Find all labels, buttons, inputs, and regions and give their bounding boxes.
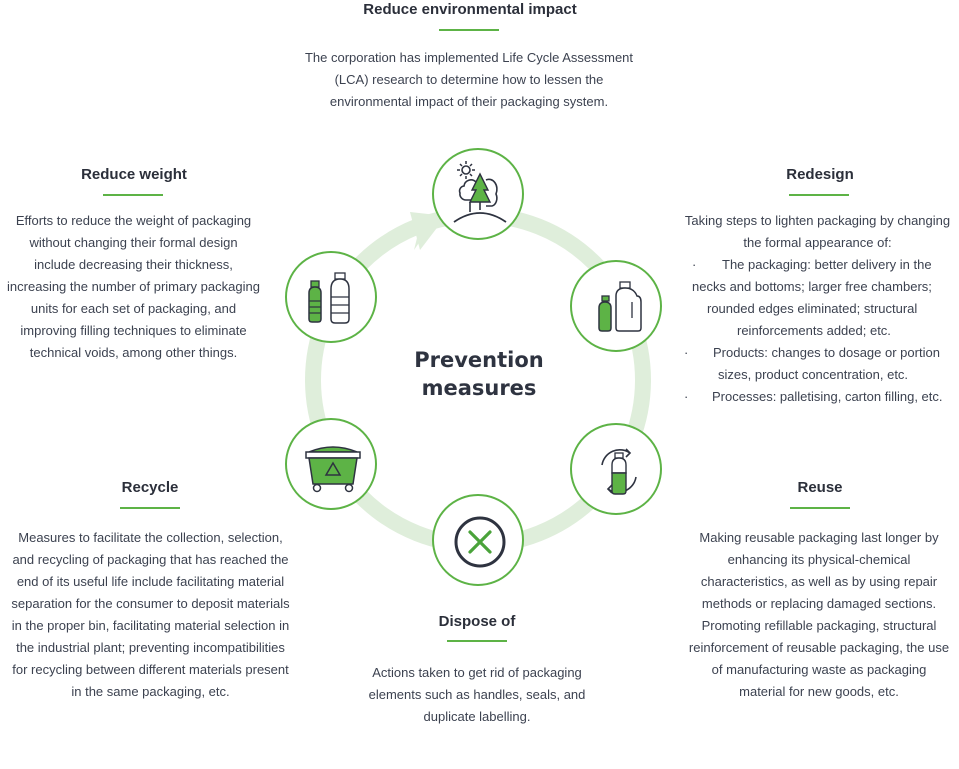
text-dispose-of: Actions taken to get rid of packaging el…	[347, 662, 607, 728]
text-redesign-intro: Taking steps to lighten packaging by cha…	[676, 210, 959, 254]
center-title-line-1: Prevention	[414, 348, 544, 372]
redesign-bullet-2-line-1: Products: changes to dosage or portion	[713, 345, 940, 360]
text-line: without changing their formal design	[29, 235, 238, 250]
text-line: elements such as handles, seals, and	[368, 687, 586, 702]
text-line: separation for the consumer to deposit m…	[11, 596, 290, 611]
text-reduce-weight: Efforts to reduce the weight of packagin…	[0, 210, 267, 364]
text-line: reinforcement of reusable packaging, the…	[688, 640, 950, 655]
text-line: Taking steps to lighten packaging by cha…	[684, 213, 951, 228]
heading-reduce-weight: Reduce weight	[81, 166, 187, 183]
text-line: (LCA) research to determine how to lesse…	[334, 72, 604, 87]
text-line: technical voids, among other things.	[29, 345, 238, 360]
text-line: methods or replacing damaged sections.	[701, 596, 937, 611]
text-line: end of its useful life include facilitat…	[16, 574, 285, 589]
text-line: Making reusable packaging last longer by	[699, 530, 939, 545]
cancel-x-icon	[454, 516, 506, 568]
bullet-dot: ·	[684, 345, 689, 360]
text-line: Efforts to reduce the weight of packagin…	[15, 213, 252, 228]
text-line: improving filling techniques to eliminat…	[20, 323, 247, 338]
text-line: The corporation has implemented Life Cyc…	[304, 50, 634, 65]
underline-recycle	[120, 507, 180, 509]
center-title: Prevention measures	[369, 346, 589, 402]
bullet-dot: ·	[684, 389, 689, 404]
text-line: characteristics, as well as by using rep…	[700, 574, 938, 589]
underline-reduce-weight	[103, 194, 163, 196]
heading-reuse: Reuse	[797, 479, 843, 496]
text-line: for recycling between different material…	[12, 662, 289, 677]
node-reduce-environmental-impact	[432, 148, 524, 240]
text-line: the formal appearance of:	[743, 235, 892, 250]
underline-dispose-of	[447, 640, 507, 642]
text-reduce-environmental-impact: The corporation has implemented Life Cyc…	[270, 47, 668, 113]
node-reuse	[570, 423, 662, 515]
redesign-bullet-1-line-3: rounded edges eliminated; structural	[707, 301, 918, 316]
bottle-jug-icon	[598, 281, 642, 332]
heading-redesign: Redesign	[786, 166, 854, 183]
text-recycle: Measures to facilitate the collection, s…	[0, 527, 301, 703]
text-line: increasing the number of primary packagi…	[7, 279, 260, 294]
underline-reuse	[790, 507, 850, 509]
text-line: environmental impact of their packaging …	[329, 94, 609, 109]
heading-reduce-environmental-impact: Reduce environmental impact	[363, 1, 577, 18]
text-line: Actions taken to get rid of packaging	[372, 665, 582, 680]
text-line: Promoting refillable packaging, structur…	[701, 618, 937, 633]
redesign-bullet-1-line-1: The packaging: better delivery in the	[722, 257, 932, 272]
text-line: Measures to facilitate the collection, s…	[18, 530, 283, 545]
text-line: of manufacturing waste as packaging	[711, 662, 927, 677]
text-line: and recycling of packaging that has reac…	[12, 552, 289, 567]
text-reuse: Making reusable packaging last longer by…	[679, 527, 959, 703]
node-dispose-of	[432, 494, 524, 586]
heading-recycle: Recycle	[121, 479, 179, 496]
node-reduce-weight	[285, 251, 377, 343]
bottles-icon	[308, 272, 350, 324]
underline-reduce-environmental-impact	[439, 29, 499, 31]
redesign-bullet-1-line-2: necks and bottoms; larger free chambers;	[692, 279, 932, 294]
text-line: material for new goods, etc.	[739, 684, 899, 699]
underline-redesign	[789, 194, 849, 196]
redesign-bullet-1-line-4: reinforcements added; etc.	[737, 323, 891, 338]
recycle-bin-icon	[305, 446, 361, 493]
forest-sun-icon	[453, 161, 507, 223]
redesign-bullet-2-line-2: sizes, product concentration, etc.	[718, 367, 909, 382]
text-line: in the proper bin, facilitating material…	[11, 618, 290, 633]
node-redesign	[570, 260, 662, 352]
node-recycle	[285, 418, 377, 510]
center-title-line-2: measures	[421, 376, 537, 400]
redesign-bullet-3-line-1: Processes: palletising, carton filling, …	[712, 389, 943, 404]
text-line: in the same packaging, etc.	[71, 684, 230, 699]
refill-bottle-icon	[601, 448, 637, 495]
text-line: include decreasing their thickness,	[34, 257, 233, 272]
text-line: enhancing its physical-chemical	[727, 552, 911, 567]
text-line: the industrial plant; preventing incompa…	[16, 640, 285, 655]
heading-dispose-of: Dispose of	[438, 613, 516, 630]
bullet-dot: ·	[692, 257, 697, 272]
text-line: units for each set of packaging, and	[30, 301, 237, 316]
text-line: duplicate labelling.	[423, 709, 531, 724]
